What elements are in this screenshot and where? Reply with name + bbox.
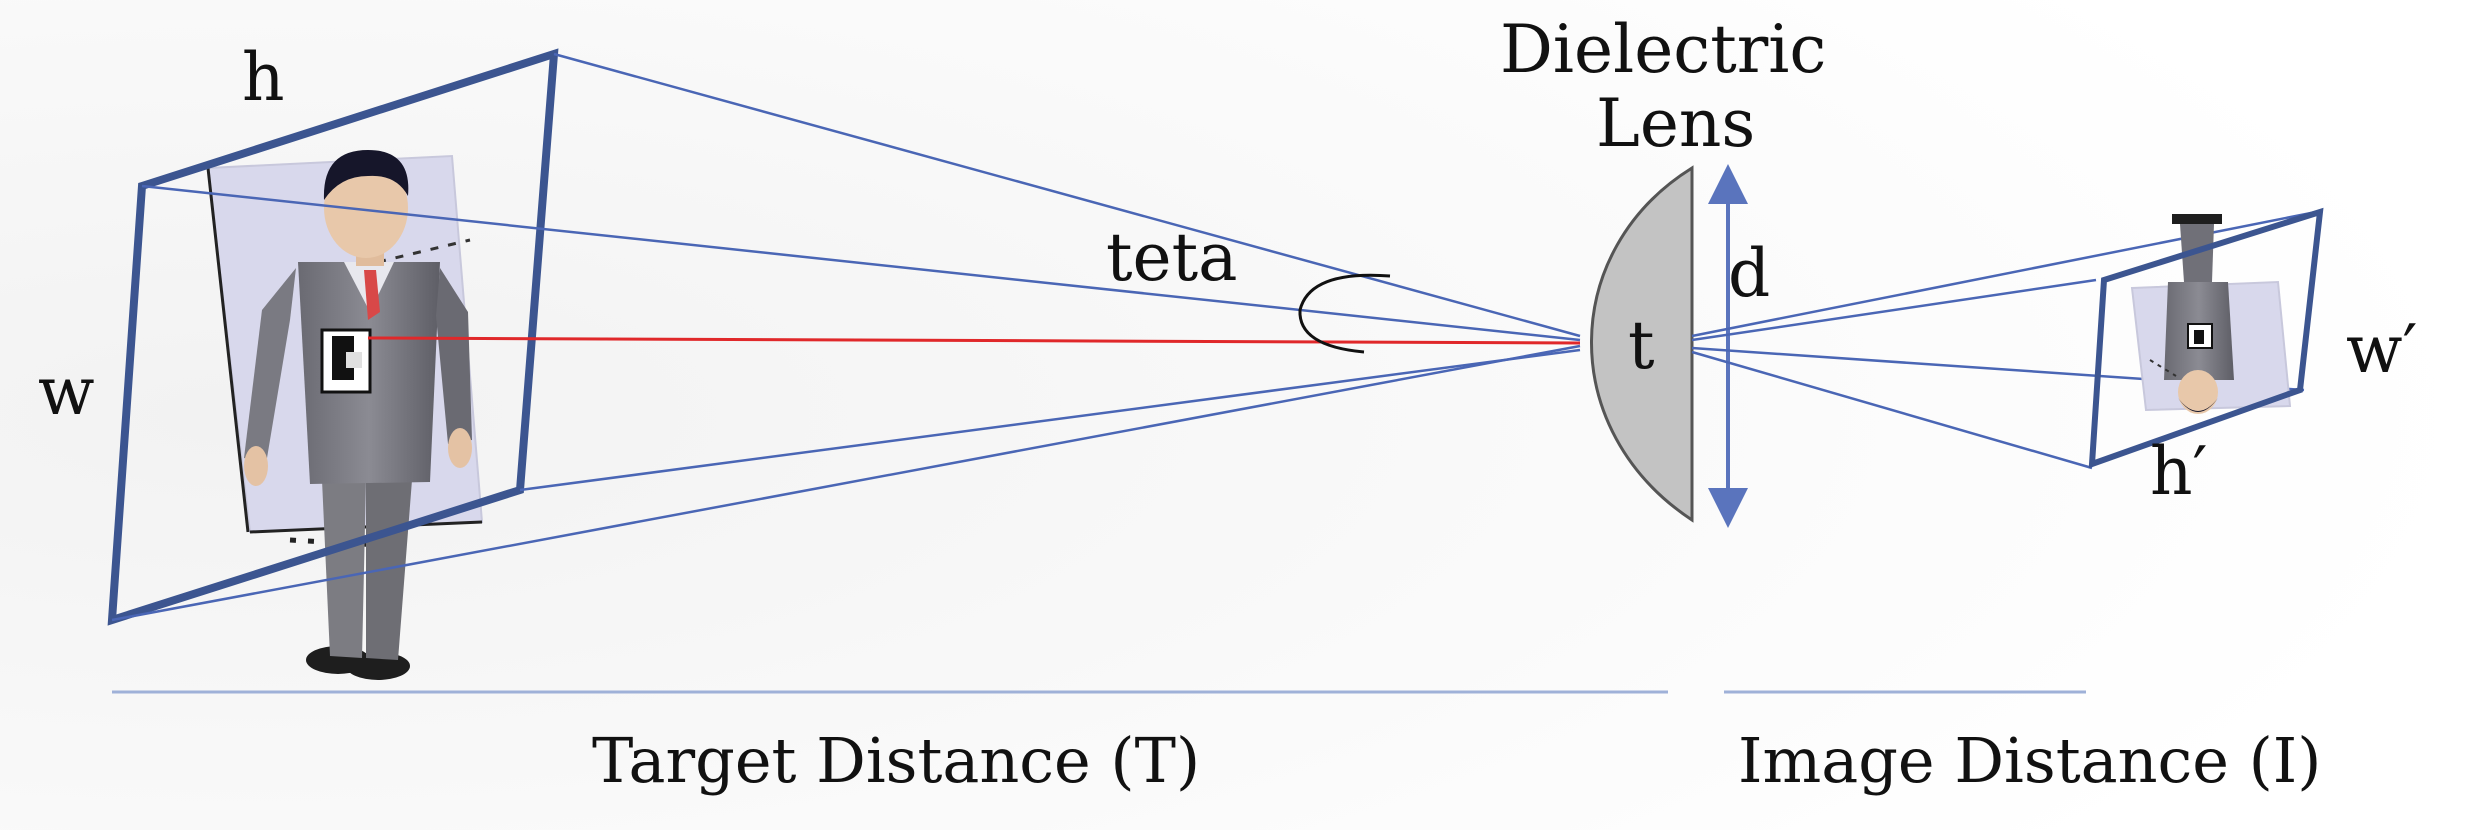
label-w: w	[38, 353, 95, 430]
label-h-prime: h′	[2150, 433, 2208, 510]
label-w-prime: w′	[2346, 311, 2417, 388]
inverted-human-figure	[2164, 214, 2234, 414]
incoming-rays	[111, 52, 1581, 622]
label-lens: Lens	[1596, 85, 1755, 162]
label-dielectric: Dielectric	[1500, 11, 1826, 88]
teta-angle-arc	[1298, 273, 1391, 354]
label-target-distance: Target Distance (T)	[592, 724, 1200, 797]
label-h: h	[242, 39, 285, 116]
panel-edge	[206, 167, 250, 533]
label-t: t	[1628, 307, 1655, 384]
human-target-figure	[244, 150, 472, 680]
label-teta: teta	[1106, 219, 1237, 296]
dashed-guide	[289, 537, 381, 548]
dielectric-lens-shape	[1590, 165, 1694, 523]
image-frame	[2088, 207, 2324, 469]
dashed-guide	[377, 238, 471, 264]
optical-axis-line	[367, 336, 1581, 345]
label-image-distance: Image Distance (I)	[1738, 724, 2322, 797]
label-d: d	[1728, 235, 1770, 312]
